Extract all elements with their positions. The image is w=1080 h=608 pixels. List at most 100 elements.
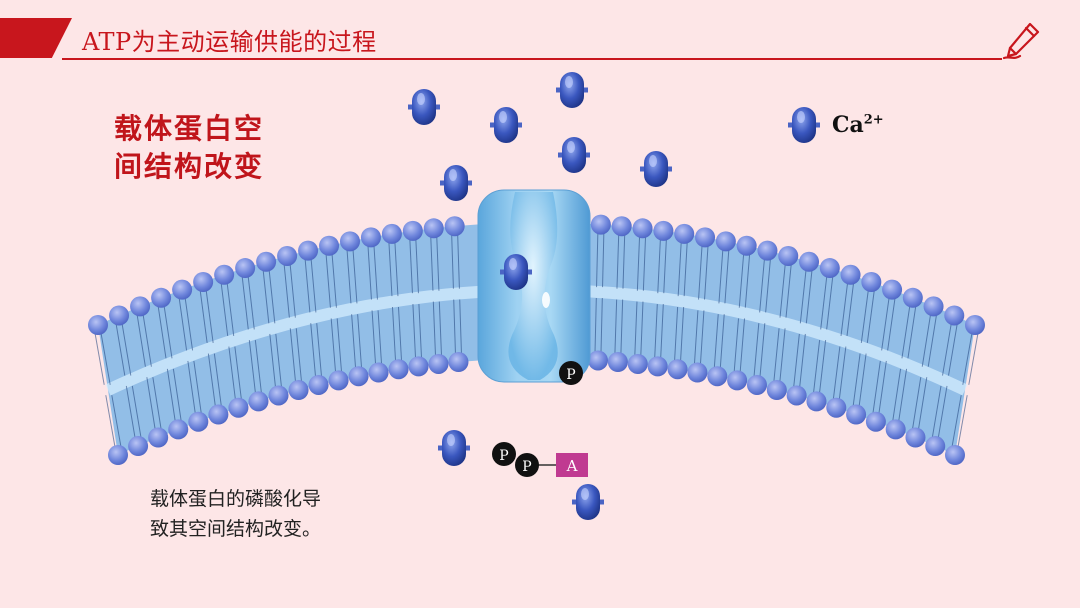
lipid-tail <box>642 236 647 291</box>
lipid-tail <box>957 395 968 448</box>
phospholipid-head <box>826 397 847 418</box>
lipid-tail <box>310 258 317 313</box>
lipid-tail <box>878 360 887 414</box>
phospholipid-head <box>799 251 820 272</box>
phospholipid-head <box>130 296 151 317</box>
adenosine-label: A <box>566 457 578 475</box>
phospholipid-head <box>840 264 861 285</box>
phospholipid-head <box>674 223 695 244</box>
phospholipid-head <box>806 391 827 412</box>
lipid-tail <box>733 318 740 373</box>
phospholipid-head <box>444 216 465 237</box>
lipid-tail <box>962 332 973 385</box>
lipid-tail <box>660 304 664 359</box>
lipid-tail <box>860 289 869 344</box>
lipid-tail <box>412 304 417 359</box>
calcium-ion <box>440 165 472 201</box>
phospholipid-head <box>423 218 444 239</box>
lipid-tail <box>698 245 703 300</box>
lipid-tail <box>927 314 938 367</box>
calcium-ion <box>788 107 820 143</box>
lipid-tail <box>881 297 890 351</box>
lipid-tail <box>968 332 979 385</box>
lipid-tail <box>409 238 413 294</box>
lipid-tail <box>640 301 644 356</box>
lipid-tail <box>330 318 337 373</box>
phospholipid-head <box>308 374 329 395</box>
lipid-tail <box>367 245 372 300</box>
phospholipid-head <box>653 220 674 241</box>
phospholipid-head <box>360 227 381 248</box>
lipid-tail <box>866 289 875 344</box>
lipid-tail <box>199 289 208 344</box>
calcium-ion <box>556 72 588 108</box>
calcium-ion <box>640 151 672 187</box>
lipid-tail <box>377 310 383 365</box>
lipid-tail <box>304 258 311 313</box>
phospholipid-head <box>256 251 277 272</box>
lipid-tail <box>793 333 800 388</box>
lipid-tail <box>846 282 855 337</box>
lipid-tail <box>373 245 378 300</box>
caption-text: 载体蛋白的磷酸化导 致其空间结构改变。 <box>150 484 321 544</box>
lipid-tail <box>812 339 821 394</box>
lipid-tail <box>336 318 343 373</box>
adp-phosphate-1-label: P <box>499 448 508 464</box>
phospholipid-head <box>235 258 256 279</box>
lipid-tail <box>779 263 786 318</box>
phospholipid-head <box>109 305 130 326</box>
phospholipid-head <box>228 397 249 418</box>
phospholipid-head <box>627 353 648 374</box>
phospholipid-head <box>885 419 906 440</box>
lipid-tail <box>620 299 624 355</box>
lipid-tail <box>602 232 605 288</box>
lipid-tail <box>111 395 122 448</box>
phospholipid-head <box>408 356 429 377</box>
lipid-tail <box>596 232 599 288</box>
lipid-tail <box>351 314 357 369</box>
phospholipid-head <box>715 231 736 252</box>
lipid-tail <box>394 241 399 297</box>
phospholipid-head <box>611 216 632 237</box>
ion-charge: 2+ <box>863 112 884 128</box>
lipid-tail <box>738 253 745 308</box>
heading-line-2: 间结构改变 <box>114 150 265 183</box>
lipid-tail <box>105 395 116 448</box>
lipid-tail <box>826 275 834 330</box>
phospholipid-head <box>695 227 716 248</box>
phospholipid-head <box>778 245 799 266</box>
phospholipid-head <box>319 235 340 256</box>
phospholipid-head <box>268 385 289 406</box>
phosphate-label: P <box>566 367 575 383</box>
phospholipid-head <box>88 315 108 335</box>
lipid-tail <box>289 263 296 318</box>
lipid-tail <box>892 368 902 422</box>
lipid-tail <box>115 323 126 376</box>
phospholipid-head <box>214 264 235 285</box>
lipid-tail <box>157 305 167 359</box>
phospholipid-head <box>882 279 903 300</box>
lipid-tail <box>228 346 236 400</box>
lipid-tail <box>951 395 962 448</box>
lipid-tail <box>616 234 620 289</box>
phospholipid-head <box>368 362 389 383</box>
lipid-tail <box>121 323 132 376</box>
lipid-tail <box>430 236 434 291</box>
calcium-ion <box>490 107 522 143</box>
lipid-tail <box>636 236 641 291</box>
lipid-tail <box>152 377 162 430</box>
lipid-tail <box>680 306 685 362</box>
lipid-tail <box>262 269 270 324</box>
lipid-tail <box>887 297 896 351</box>
phospholipid-head <box>861 272 882 293</box>
lipid-tail <box>838 346 847 400</box>
lipid-tail <box>352 249 358 304</box>
calcium-ion <box>558 137 590 173</box>
lipid-tail <box>818 339 827 394</box>
lipid-tail <box>331 253 337 308</box>
lipid-tail <box>131 385 142 439</box>
lipid-tail <box>852 353 861 407</box>
phospholipid-head <box>944 305 965 326</box>
phospholipid-head <box>340 231 360 252</box>
phospholipid-head <box>588 350 608 371</box>
